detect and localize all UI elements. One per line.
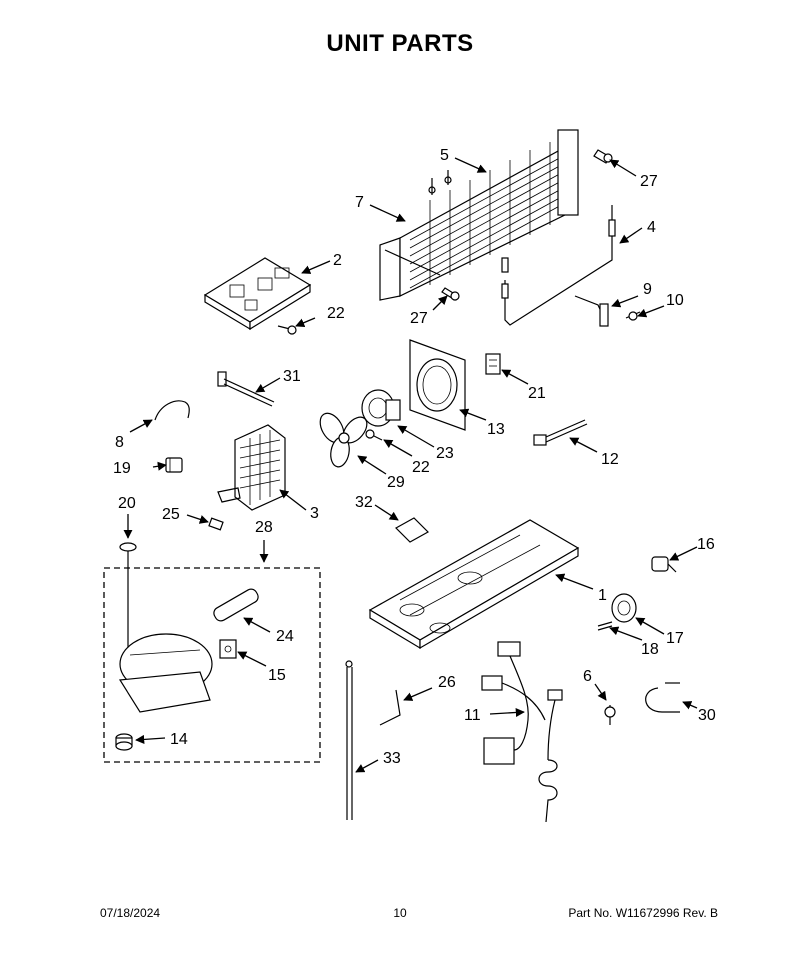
callout-4: 4 (647, 219, 656, 236)
callout-20: 20 (118, 495, 136, 512)
control-board-part[interactable] (203, 257, 312, 331)
callout-22b: 22 (412, 459, 430, 476)
callout-29: 29 (387, 474, 405, 491)
callout-19: 19 (113, 460, 131, 477)
callout-1: 1 (598, 587, 607, 604)
wiring-harness-part[interactable] (481, 641, 563, 823)
callout-25: 25 (162, 506, 180, 523)
footer-page-number: 10 (393, 906, 407, 920)
callout-8: 8 (115, 434, 124, 451)
pin-part-18[interactable] (597, 621, 613, 631)
callout-27b: 27 (640, 173, 658, 190)
tube-part-26[interactable] (379, 689, 401, 726)
callout-30: 30 (698, 707, 716, 724)
grommet-part-14[interactable] (115, 733, 133, 751)
callout-9: 9 (643, 281, 652, 298)
callout-18: 18 (641, 641, 659, 658)
callout-7: 7 (355, 194, 364, 211)
callout-3: 3 (310, 505, 319, 522)
defrost-wire-part[interactable] (501, 205, 616, 326)
sensor-part-21[interactable] (485, 353, 501, 375)
callout-labels: 1 2 3 4 5 6 7 8 9 10 11 12 13 14 15 16 1… (113, 147, 716, 767)
callout-26: 26 (438, 674, 456, 691)
fan-motor-part[interactable] (361, 389, 401, 427)
compressor-kit-box[interactable] (103, 567, 321, 763)
footer-date: 07/18/2024 (100, 906, 161, 920)
page-title: UNIT PARTS (326, 30, 474, 57)
filter-drier-part[interactable] (212, 587, 261, 623)
callout-24: 24 (276, 628, 294, 645)
drain-tube-part[interactable] (574, 295, 609, 327)
callout-15: 15 (268, 667, 286, 684)
relay-part-15[interactable] (219, 639, 237, 659)
callout-32: 32 (355, 494, 373, 511)
callout-17: 17 (666, 630, 684, 647)
screw-part-6[interactable] (604, 705, 616, 725)
screw-part-27a[interactable] (593, 149, 613, 164)
screw-part-27b[interactable] (441, 287, 460, 301)
fan-blade-part[interactable] (315, 409, 371, 468)
evaporator-coil-part[interactable] (379, 129, 579, 301)
leader-lines (123, 157, 698, 773)
plug-part-25[interactable] (208, 517, 224, 531)
wire-clip-part[interactable] (154, 400, 190, 421)
callout-6: 6 (583, 668, 592, 685)
condenser-coil-part[interactable] (217, 424, 286, 511)
callout-14: 14 (170, 731, 188, 748)
callout-16: 16 (697, 536, 715, 553)
connector-part-16[interactable] (651, 556, 677, 573)
callout-22a: 22 (327, 305, 345, 322)
pad-part-32[interactable] (395, 517, 429, 543)
footer-part-number: Part No. W11672996 Rev. B (568, 906, 718, 920)
callout-2: 2 (333, 252, 342, 269)
callout-12: 12 (601, 451, 619, 468)
callout-5: 5 (440, 147, 449, 164)
fan-shroud-part[interactable] (409, 339, 466, 431)
bolt-part-31[interactable] (217, 371, 275, 407)
callout-21: 21 (528, 385, 546, 402)
cable-tie-part[interactable] (533, 419, 588, 446)
screw-part-22b[interactable] (365, 429, 383, 441)
heater-rod-part[interactable] (345, 660, 353, 820)
screw-part-10[interactable] (625, 311, 641, 321)
compressor-part[interactable] (118, 633, 213, 713)
callout-11: 11 (464, 707, 481, 724)
callout-31: 31 (283, 368, 301, 385)
callout-33: 33 (383, 750, 401, 767)
callout-13: 13 (487, 421, 505, 438)
callout-27a: 27 (410, 310, 428, 327)
callout-10: 10 (666, 292, 684, 309)
relay-part-17[interactable] (611, 593, 637, 623)
drain-hose-part[interactable] (645, 682, 680, 713)
screw-part-22a[interactable] (277, 325, 297, 335)
callout-28: 28 (255, 519, 273, 536)
callout-23: 23 (436, 445, 454, 462)
base-pan-part[interactable] (368, 519, 580, 650)
clip-part-19[interactable] (165, 457, 183, 473)
